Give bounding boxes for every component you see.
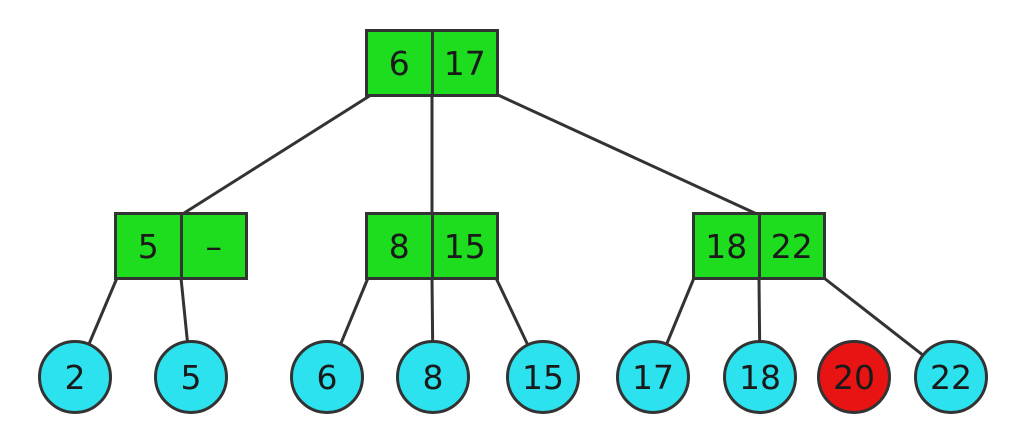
edge-root-to-node18: [497, 93, 760, 217]
internal-node-root: 6 17: [365, 29, 499, 97]
leaf-node-2: 2: [38, 340, 112, 414]
node-key: 5: [137, 226, 159, 266]
leaf-node-22: 22: [914, 340, 988, 414]
leaf-node-15: 15: [506, 340, 580, 414]
internal-node-18-22: 18 22: [692, 212, 826, 280]
leaf-node-8: 8: [396, 340, 470, 414]
internal-node-5: 5 –: [114, 212, 248, 280]
node-key: 6: [388, 43, 410, 83]
node-key: 8: [388, 226, 410, 266]
node-key: 22: [757, 215, 824, 277]
leaf-node-17: 17: [616, 340, 690, 414]
internal-node-8-15: 8 15: [365, 212, 499, 280]
node-key: 17: [430, 32, 497, 94]
node-key: 18: [705, 226, 748, 266]
leaf-node-18: 18: [723, 340, 797, 414]
leaf-node-6: 6: [290, 340, 364, 414]
leaf-node-20-highlighted: 20: [817, 340, 891, 414]
node-key: 15: [430, 215, 497, 277]
node-key: –: [179, 215, 246, 277]
edge-root-to-node5: [180, 93, 372, 217]
leaf-node-5: 5: [154, 340, 228, 414]
